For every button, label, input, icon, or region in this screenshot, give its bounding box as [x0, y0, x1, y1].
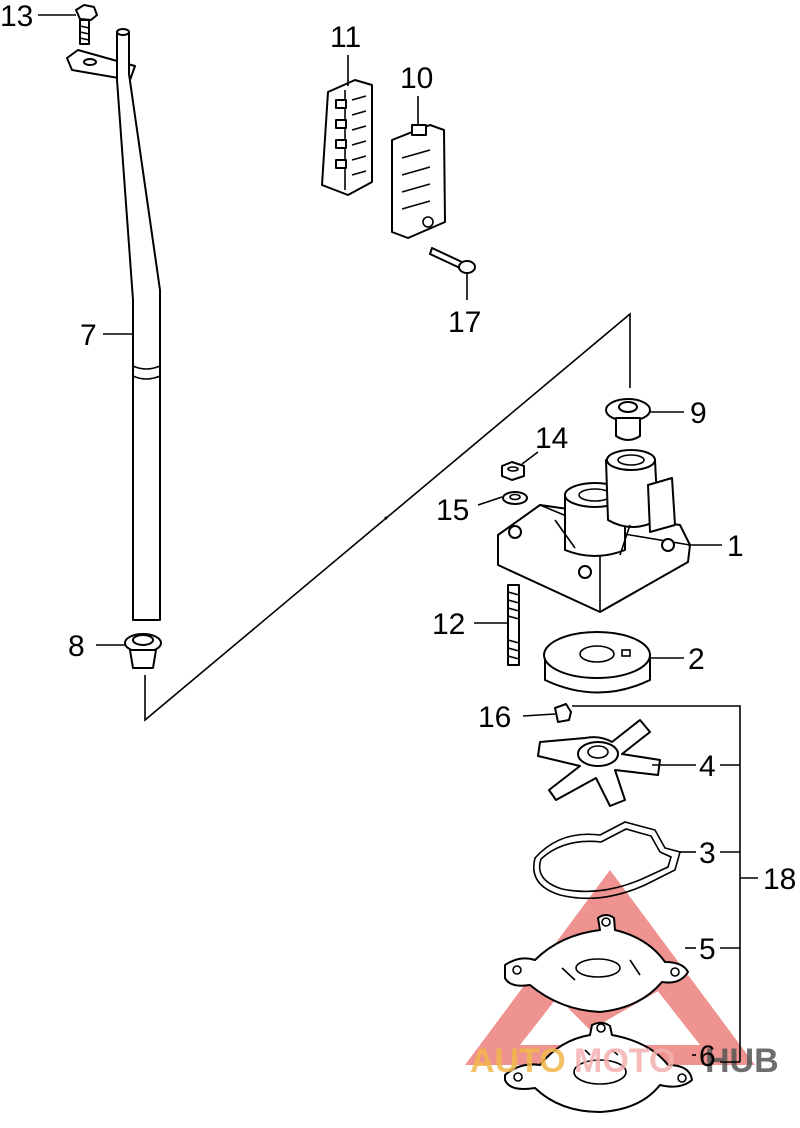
callout-12: 12	[432, 608, 465, 641]
part-9-bushing	[605, 398, 651, 441]
callout-9: 9	[690, 397, 707, 430]
callout-17: 17	[448, 306, 481, 339]
part-13-bolt	[75, 4, 98, 45]
callout-1: 1	[727, 530, 744, 563]
callout-14: 14	[535, 422, 568, 455]
assembly-line	[144, 312, 631, 722]
leader-15	[477, 496, 503, 506]
part-14-nut	[501, 461, 525, 481]
callout-6: 6	[699, 1040, 716, 1073]
callout-10: 10	[400, 62, 433, 95]
bracket-18	[572, 705, 741, 1062]
part-4-impeller	[537, 719, 661, 807]
callout-5: 5	[699, 933, 716, 966]
callout-11: 11	[330, 21, 361, 54]
part-12-stud	[507, 584, 520, 666]
part-7-tube	[66, 28, 161, 621]
callout-3: 3	[699, 837, 716, 870]
watermark-triangle	[465, 870, 755, 1065]
part-2-insert	[543, 631, 651, 694]
leader-16	[522, 713, 556, 717]
watermark-text-hub: HUB	[705, 1042, 779, 1080]
part-16-key	[554, 703, 572, 723]
watermark-text-auto: AUTO	[470, 1042, 566, 1080]
callout-16: 16	[478, 701, 511, 734]
part-3-gasket	[533, 821, 681, 900]
part-1-pump-housing	[497, 449, 691, 613]
callout-15: 15	[436, 494, 469, 527]
part-8-grommet	[124, 633, 162, 669]
callout-2: 2	[688, 643, 705, 676]
leader-lines	[38, 14, 758, 1063]
callout-4: 4	[699, 750, 716, 783]
callout-labels: 13 7 8 11 10 17 9 14 15 1 12 2 16 4 3 18…	[0, 0, 796, 1073]
assembly-line-dot	[384, 516, 388, 520]
callout-7: 7	[80, 319, 97, 352]
watermark-text-moto: MOTO	[574, 1042, 675, 1080]
part-15-washer	[502, 491, 528, 505]
callout-13: 13	[0, 0, 33, 33]
part-6-outer-plate	[504, 1021, 693, 1113]
part-10-cover	[391, 124, 446, 239]
bracket-18-ticks	[720, 764, 758, 1063]
leader-14	[521, 451, 539, 465]
part-5-plate-gasket	[504, 914, 689, 1013]
watermark-text: AUTO MOTO HUB	[470, 1042, 779, 1080]
callout-8: 8	[68, 630, 85, 663]
callout-18: 18	[763, 863, 796, 896]
part-11-connector	[321, 79, 373, 196]
part-17-screw	[429, 247, 476, 274]
